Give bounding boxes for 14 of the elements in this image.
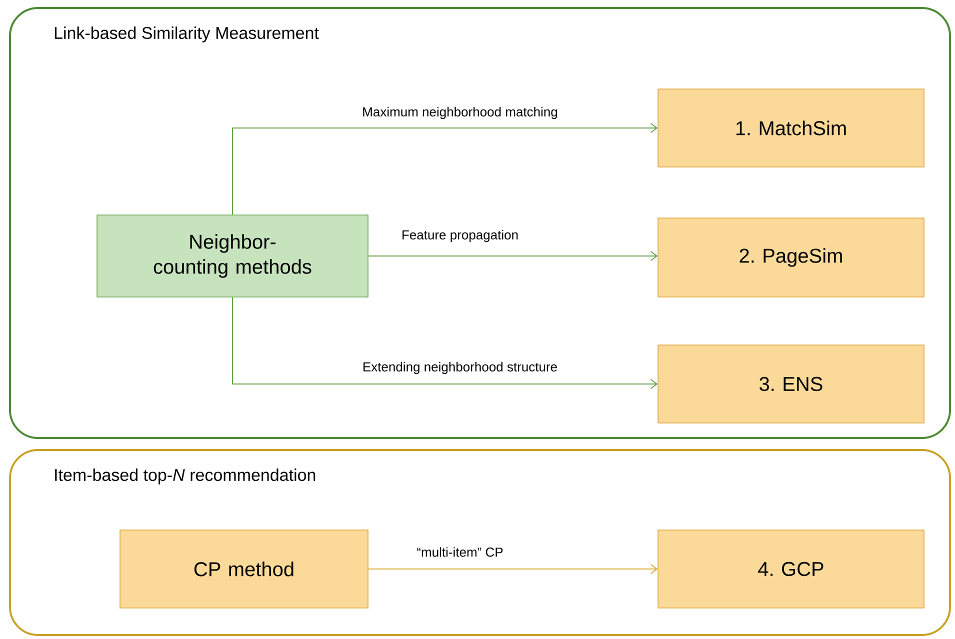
arrow bbox=[368, 564, 658, 574]
method-box: 4. GCP bbox=[658, 530, 924, 608]
method-box: CP method bbox=[120, 530, 368, 608]
edge-label: Maximum neighborhood matching bbox=[363, 106, 558, 120]
method-box: 2. PageSim bbox=[658, 218, 924, 298]
arrow bbox=[368, 251, 658, 261]
edge-label: Feature propagation bbox=[402, 230, 518, 242]
edge-label: “multi-item” CP bbox=[417, 547, 503, 557]
method-box: 1. MatchSim bbox=[658, 88, 924, 168]
method-box: Neighbor-counting methods bbox=[96, 214, 368, 298]
arrow bbox=[232, 296, 658, 389]
arrow bbox=[232, 123, 658, 216]
edge-label: Extending neighborhood structure bbox=[364, 362, 557, 374]
method-box: 3. ENS bbox=[658, 344, 924, 424]
